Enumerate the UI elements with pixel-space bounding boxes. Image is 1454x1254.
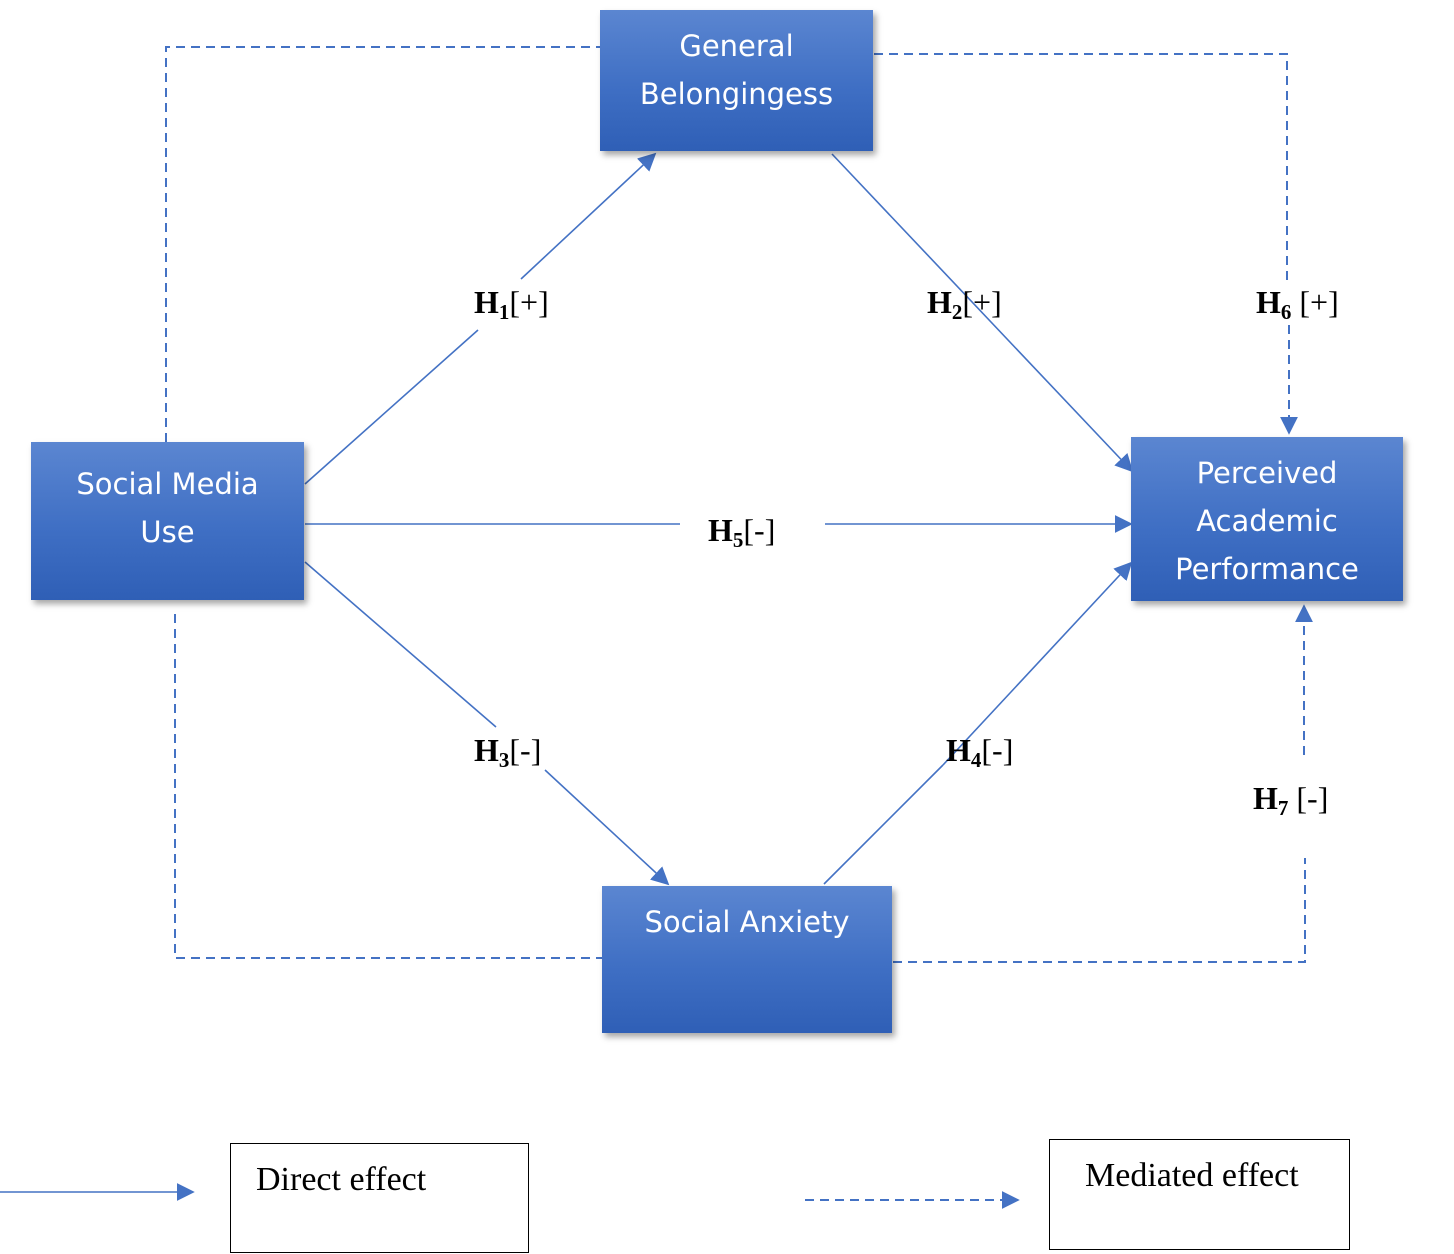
node-label-line: Perceived [1196,456,1338,490]
hypothesis-label-h4: H4[-] [946,732,1014,772]
node-social-anxiety: Social Anxiety [602,886,892,1033]
hypothesis-label-h3: H3[-] [474,732,542,772]
hypothesis-label-h6: H6 [+] [1256,284,1339,324]
legend-direct-label: Direct effect [256,1161,427,1198]
hypothesis-label-h1: H1[+] [474,284,549,324]
node-label-line: Social Anxiety [644,905,850,939]
edge-h6-mediated [165,46,1298,442]
node-label-line: Academic [1196,504,1338,538]
node-social-media-use: Social Media Use [31,442,304,600]
legend-direct-effect: Direct effect [230,1143,529,1253]
node-label-line: Use [140,515,195,549]
node-general-belongingess: General Belongingess [600,10,873,151]
hypothesis-label-h2: H2[+] [927,284,1002,324]
node-label-line: Belongingess [639,77,834,111]
node-label-line: Social Media [76,467,259,501]
edge-h1-direct [304,152,657,485]
edge-h2-direct [831,153,1134,473]
edge-h7-mediated [174,604,1313,963]
hypothesis-label-h5: H5[-] [708,512,776,552]
edge-h3-direct [304,561,670,886]
node-label-line: General [679,29,794,63]
legend-mediated-effect: Mediated effect [1049,1139,1350,1250]
legend-mediated-label: Mediated effect [1085,1157,1299,1194]
node-perceived-academic-performance: Perceived Academic Performance [1131,437,1403,601]
hypothesis-label-h7: H7 [-] [1253,780,1329,820]
edge-h4-direct [823,561,1133,885]
node-label-line: Performance [1175,552,1359,586]
